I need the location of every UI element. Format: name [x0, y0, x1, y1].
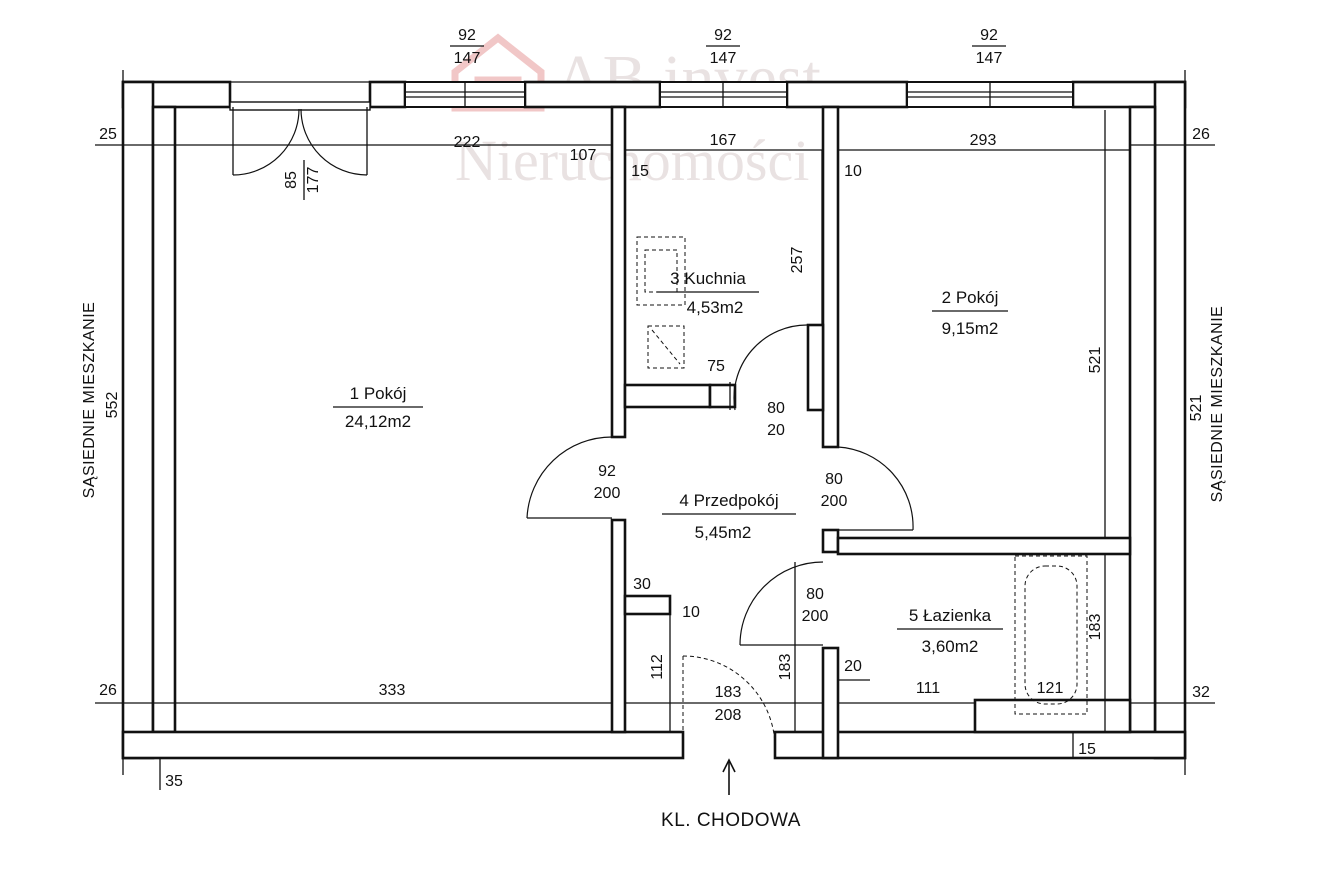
dim-label: 32	[1192, 684, 1210, 701]
kitchen-stove	[647, 325, 685, 369]
window-1-width: 92	[458, 27, 476, 44]
dim-label: 15	[1078, 741, 1096, 758]
dim-label: 30	[633, 576, 651, 593]
dim-label: 15	[631, 163, 649, 180]
room-3-name: Kuchnia	[684, 269, 746, 288]
dim-label: 80	[825, 471, 843, 488]
room-5-label: 5 Łazienka 3,60m2	[897, 606, 1003, 656]
dim-label: 222	[454, 134, 481, 151]
svg-text:3 Kuchnia: 3 Kuchnia	[670, 269, 746, 288]
dim-label: 200	[802, 608, 829, 625]
dim-label: 208	[715, 707, 742, 724]
dim-label: 183	[715, 684, 742, 701]
dim-label: 80	[806, 586, 824, 603]
room-2-area: 9,15m2	[942, 319, 999, 338]
window-3	[906, 81, 1074, 108]
dimension-labels: 25 222 107 167 15 10 293 26 85 177 257 7…	[99, 126, 1210, 790]
watermark-line2: Nieruchomości	[455, 128, 809, 193]
dim-label: 26	[1192, 126, 1210, 143]
room-3-number: 3	[670, 269, 679, 288]
dim-label: 200	[594, 485, 621, 502]
dim-label: 121	[1037, 680, 1064, 697]
dimension-lines	[95, 45, 1215, 790]
kitchen-sink	[636, 236, 686, 306]
dim-label: 92	[598, 463, 616, 480]
door-bathroom	[739, 561, 824, 646]
room-1-label: 1 Pokój 24,12m2	[333, 384, 423, 431]
room-5-number: 5	[909, 606, 918, 625]
room-4-number: 4	[679, 491, 688, 510]
dim-label: 112	[649, 654, 666, 680]
arrow-up-icon	[722, 758, 736, 795]
left-neighbour-label: SĄSIEDNIE MIESZKANIE	[81, 302, 98, 499]
fixtures	[636, 236, 1088, 715]
dim-label: 35	[165, 773, 183, 790]
window-dimensions: 92 147 92 147 92 147	[454, 27, 1003, 67]
dim-label: 75	[707, 358, 725, 375]
dim-label: 20	[767, 422, 785, 439]
dim-label: 200	[821, 493, 848, 510]
window-1	[404, 81, 526, 108]
room-labels: 1 Pokój 24,12m2 2 Pokój 9,15m2 3 Kuchnia…	[333, 269, 1008, 656]
door-room1	[526, 436, 613, 519]
room-5-name: Łazienka	[923, 606, 992, 625]
room-4-name: Przedpokój	[694, 491, 779, 510]
dim-label: 85	[283, 171, 300, 189]
watermark: AB.invest Nieruchomości	[451, 33, 821, 193]
room-3-area: 4,53m2	[687, 298, 744, 317]
room-2-name: Pokój	[956, 288, 999, 307]
dim-label: 521	[1188, 395, 1205, 422]
window-2	[659, 81, 788, 108]
room-1-area: 24,12m2	[345, 412, 411, 431]
dim-label: 183	[1087, 614, 1104, 641]
svg-text:2 Pokój: 2 Pokój	[942, 288, 999, 307]
dim-label: 257	[789, 247, 806, 274]
window-1-height: 147	[454, 50, 481, 67]
entrance-label: KL. CHODOWA	[661, 810, 801, 831]
window-3-height: 147	[976, 50, 1003, 67]
right-neighbour-label: SĄSIEDNIE MIESZKANIE	[1209, 306, 1226, 503]
windows	[229, 81, 1074, 176]
dim-label: 25	[99, 126, 117, 143]
room-2-label: 2 Pokój 9,15m2	[932, 288, 1008, 338]
dim-label: 177	[305, 167, 322, 194]
dim-label: 183	[777, 654, 794, 681]
window-3-width: 92	[980, 27, 998, 44]
svg-text:5 Łazienka: 5 Łazienka	[909, 606, 992, 625]
dim-label: 111	[916, 680, 940, 697]
room-4-area: 5,45m2	[695, 523, 752, 542]
svg-text:1 Pokój: 1 Pokój	[350, 384, 407, 403]
balcony-door	[229, 101, 371, 176]
svg-text:4 Przedpokój: 4 Przedpokój	[679, 491, 778, 510]
bathtub	[1014, 555, 1088, 715]
door-kitchen	[733, 324, 809, 411]
window-2-height: 147	[710, 50, 737, 67]
dim-label: 167	[710, 132, 737, 149]
door-entrance	[682, 655, 776, 746]
dim-label: 20	[844, 658, 862, 675]
dim-label: 293	[970, 132, 997, 149]
room-5-area: 3,60m2	[922, 637, 979, 656]
room-4-label: 4 Przedpokój 5,45m2	[662, 491, 796, 542]
window-2-width: 92	[714, 27, 732, 44]
entrance-marker: KL. CHODOWA	[661, 758, 801, 831]
room-1-number: 1	[350, 384, 359, 403]
room-3-label: 3 Kuchnia 4,53m2	[657, 269, 759, 317]
dim-label: 107	[570, 147, 597, 164]
dim-label: 333	[379, 682, 406, 699]
room-1-name: Pokój	[364, 384, 407, 403]
dim-label: 552	[104, 392, 121, 419]
dim-label: 521	[1087, 347, 1104, 374]
dim-label: 10	[682, 604, 700, 621]
dim-label: 10	[844, 163, 862, 180]
room-2-number: 2	[942, 288, 951, 307]
dim-label: 80	[767, 400, 785, 417]
doors	[526, 324, 914, 746]
door-room2	[837, 446, 914, 531]
dim-label: 26	[99, 682, 117, 699]
